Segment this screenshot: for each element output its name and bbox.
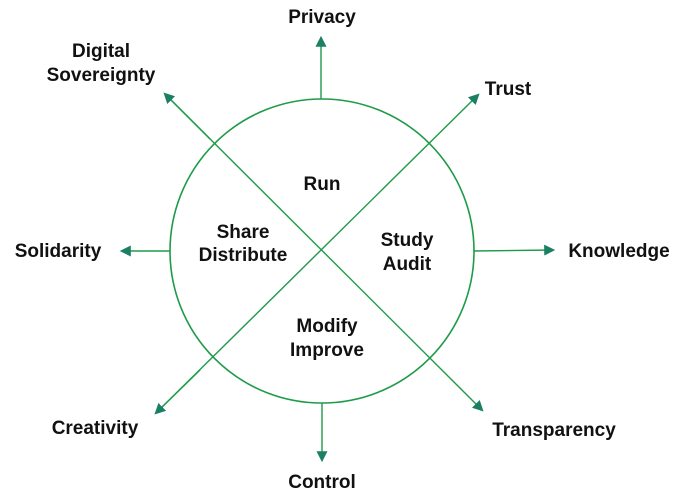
quadrant-label-improve: Improve — [290, 340, 364, 361]
value-label-creativity: Creativity — [52, 418, 139, 439]
quadrant-label-run: Run — [304, 174, 341, 195]
arrowhead-digital-sovereignty — [163, 92, 211, 140]
quadrant-label-study: Study — [381, 230, 434, 251]
value-label-trust: Trust — [485, 79, 532, 100]
quadrant-label-distribute: Distribute — [199, 245, 288, 266]
value-label-digital: Digital — [72, 41, 130, 62]
value-label-transparency: Transparency — [492, 420, 616, 441]
diagonal-line-topleft-bottomright — [164, 93, 484, 412]
quadrant-label-modify: Modify — [296, 316, 358, 337]
arrow-knowledge — [473, 244, 556, 256]
value-label-sovereignty: Sovereignty — [47, 65, 156, 86]
value-label-solidarity: Solidarity — [15, 241, 102, 262]
quadrant-label-audit: Audit — [383, 254, 432, 275]
quadrant-label-share: Share — [217, 222, 270, 243]
value-label-knowledge: Knowledge — [568, 241, 669, 262]
diagonal-line-bottomleft-topright — [155, 93, 480, 414]
value-label-privacy: Privacy — [288, 7, 356, 28]
value-label-control: Control — [288, 472, 356, 493]
arrowhead-creativity — [154, 369, 201, 415]
